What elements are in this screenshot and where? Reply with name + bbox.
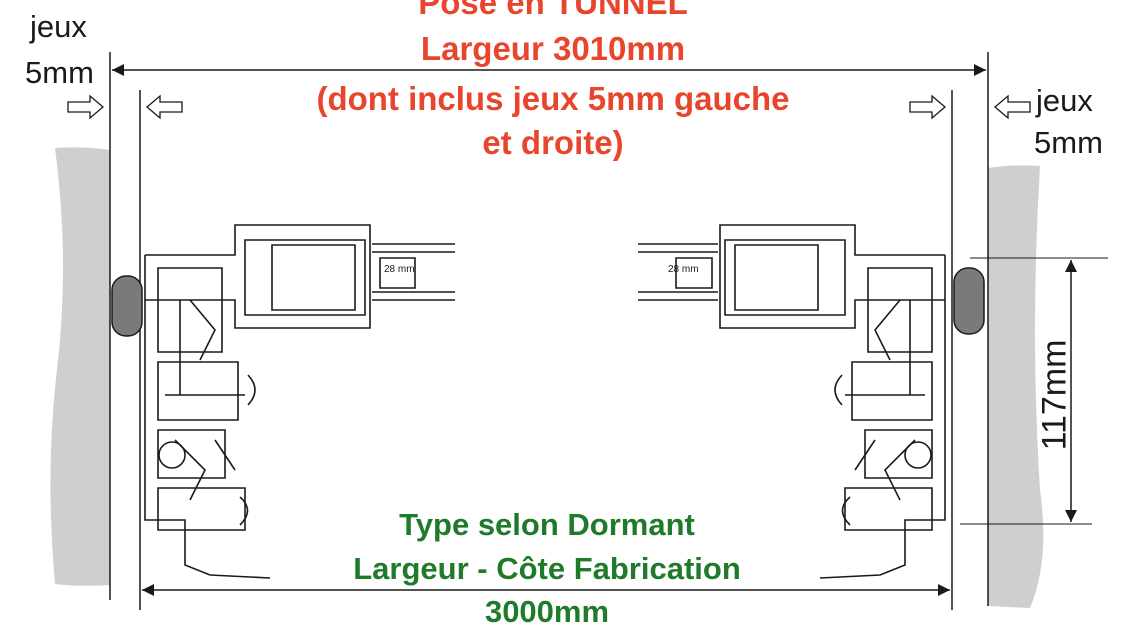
fabrication-width-label: Largeur - Côte Fabrication <box>353 551 741 586</box>
joinery-section-diagram <box>50 52 1108 610</box>
right-glazing-label: 28 mm <box>668 264 699 275</box>
left-gap-label-line2: 5mm <box>25 55 94 90</box>
left-seal <box>111 275 143 337</box>
right-gap-arrow-inner-icon <box>909 94 947 120</box>
right-gap-arrow-outer-icon <box>993 94 1031 120</box>
tunnel-gap-note-line2: et droite) <box>482 124 624 161</box>
left-gap-label-line1: jeux <box>30 9 87 44</box>
fabrication-width-value: 3000mm <box>484 594 610 629</box>
tunnel-width: Largeur 3010mm <box>420 30 686 67</box>
right-wall <box>988 165 1044 609</box>
tunnel-gap-note-line1: (dont inclus jeux 5mm gauche <box>316 80 790 117</box>
left-gap-arrow-inner-icon <box>145 94 183 120</box>
height-dimension-label: 117mm <box>1035 339 1074 451</box>
left-gap-arrow-outer-icon <box>67 94 105 120</box>
tunnel-title: Pose en TUNNEL <box>418 0 688 21</box>
fabrication-type: Type selon Dormant <box>399 507 695 542</box>
left-frame-profile <box>144 224 455 579</box>
right-seal <box>953 267 985 335</box>
right-gap-label-line2: 5mm <box>1034 125 1103 160</box>
right-gap-label-line1: jeux <box>1036 83 1093 118</box>
left-wall <box>50 147 110 586</box>
right-frame-profile <box>638 224 946 579</box>
left-glazing-label: 28 mm <box>384 264 415 275</box>
